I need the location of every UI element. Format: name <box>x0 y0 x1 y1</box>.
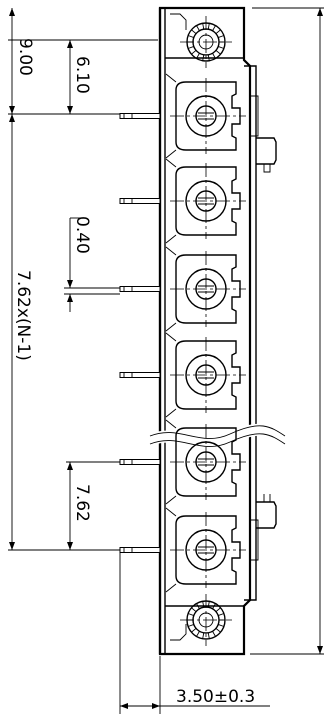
chamber-outline <box>175 254 241 324</box>
chamber-outline <box>175 166 241 236</box>
screw-knurl <box>212 631 216 637</box>
screw-knurl <box>207 23 210 30</box>
screw-knurl <box>187 35 194 38</box>
screw-knurl <box>212 53 216 59</box>
screw-knurl <box>202 601 205 608</box>
pin-mark <box>123 198 133 204</box>
mounting-screw <box>180 16 232 68</box>
screw-knurl <box>202 23 205 30</box>
pin-body <box>119 198 161 204</box>
pin <box>119 286 161 292</box>
pin <box>119 198 161 204</box>
screw-knurl <box>187 46 194 49</box>
screw-knurl <box>187 624 194 627</box>
dimension-lines <box>8 7 324 714</box>
pin <box>119 372 161 378</box>
dim-pin-length-label: 3.50±0.3 <box>176 687 255 707</box>
screw-knurl <box>207 632 210 639</box>
pin-body <box>119 372 161 378</box>
pin-mark <box>123 372 133 378</box>
mounting-screws <box>180 16 232 646</box>
dim-overall-top-label: 9.00 <box>15 38 35 76</box>
pin <box>119 547 161 553</box>
break-line <box>147 423 289 449</box>
mounting-screw <box>180 594 232 646</box>
screw-knurl <box>207 601 210 608</box>
pin <box>119 113 161 119</box>
screw-knurl <box>207 54 210 61</box>
screw-knurl <box>196 603 200 609</box>
chamber-outline <box>175 515 241 585</box>
pin-mark <box>123 286 133 292</box>
screw-knurl <box>218 46 225 49</box>
pin <box>119 459 161 465</box>
screw-knurl <box>218 624 225 627</box>
screw-knurl <box>215 50 221 55</box>
screw-knurl <box>218 35 225 38</box>
pin-body <box>119 113 161 119</box>
screw-knurl <box>196 25 200 31</box>
screw-knurl <box>191 628 197 633</box>
pin-body <box>119 286 161 292</box>
screw-centerline <box>180 16 232 68</box>
pin-mark <box>123 459 133 465</box>
screw-knurl <box>196 53 200 59</box>
screw-knurl <box>212 603 216 609</box>
screw-knurl <box>191 607 197 612</box>
screw-knurl <box>212 25 216 31</box>
screw-knurl <box>218 613 225 616</box>
screw-knurl <box>202 54 205 61</box>
pin-mark <box>123 547 133 553</box>
screw-knurl <box>215 628 221 633</box>
chamber-divider <box>165 507 177 593</box>
screw-knurl <box>202 632 205 639</box>
dim-first-pin-label: 6.10 <box>72 56 92 94</box>
chamber-outline <box>175 81 241 151</box>
screw-centerline <box>180 594 232 646</box>
pin-body <box>119 547 161 553</box>
screw-knurl <box>196 631 200 637</box>
screw-knurl <box>215 29 221 34</box>
chamber-divider <box>165 419 177 505</box>
pin-mark <box>123 113 133 119</box>
pins <box>119 113 161 553</box>
chamber-divider <box>165 73 177 159</box>
chamber-divider <box>165 158 177 244</box>
screw-knurl <box>215 607 221 612</box>
dimension-labels: 9.00 6.10 0.40 7.62x(N-1) 7.62 3.50±0.3 <box>13 38 255 707</box>
pin-body <box>119 459 161 465</box>
chamber-divider <box>165 332 177 418</box>
dim-pitch-total-label: 7.62x(N-1) <box>13 270 33 361</box>
screw-knurl <box>191 50 197 55</box>
screw-knurl <box>191 29 197 34</box>
chamber-divider <box>165 246 177 332</box>
chamber-outline <box>175 340 241 410</box>
chamber-outline <box>175 427 241 497</box>
terminal-chambers <box>165 73 241 593</box>
dim-pitch-label: 7.62 <box>72 484 92 522</box>
center-lines <box>170 78 246 588</box>
screw-knurl <box>187 613 194 616</box>
dim-pin-width-label: 0.40 <box>72 216 92 254</box>
connector-body <box>158 6 277 656</box>
